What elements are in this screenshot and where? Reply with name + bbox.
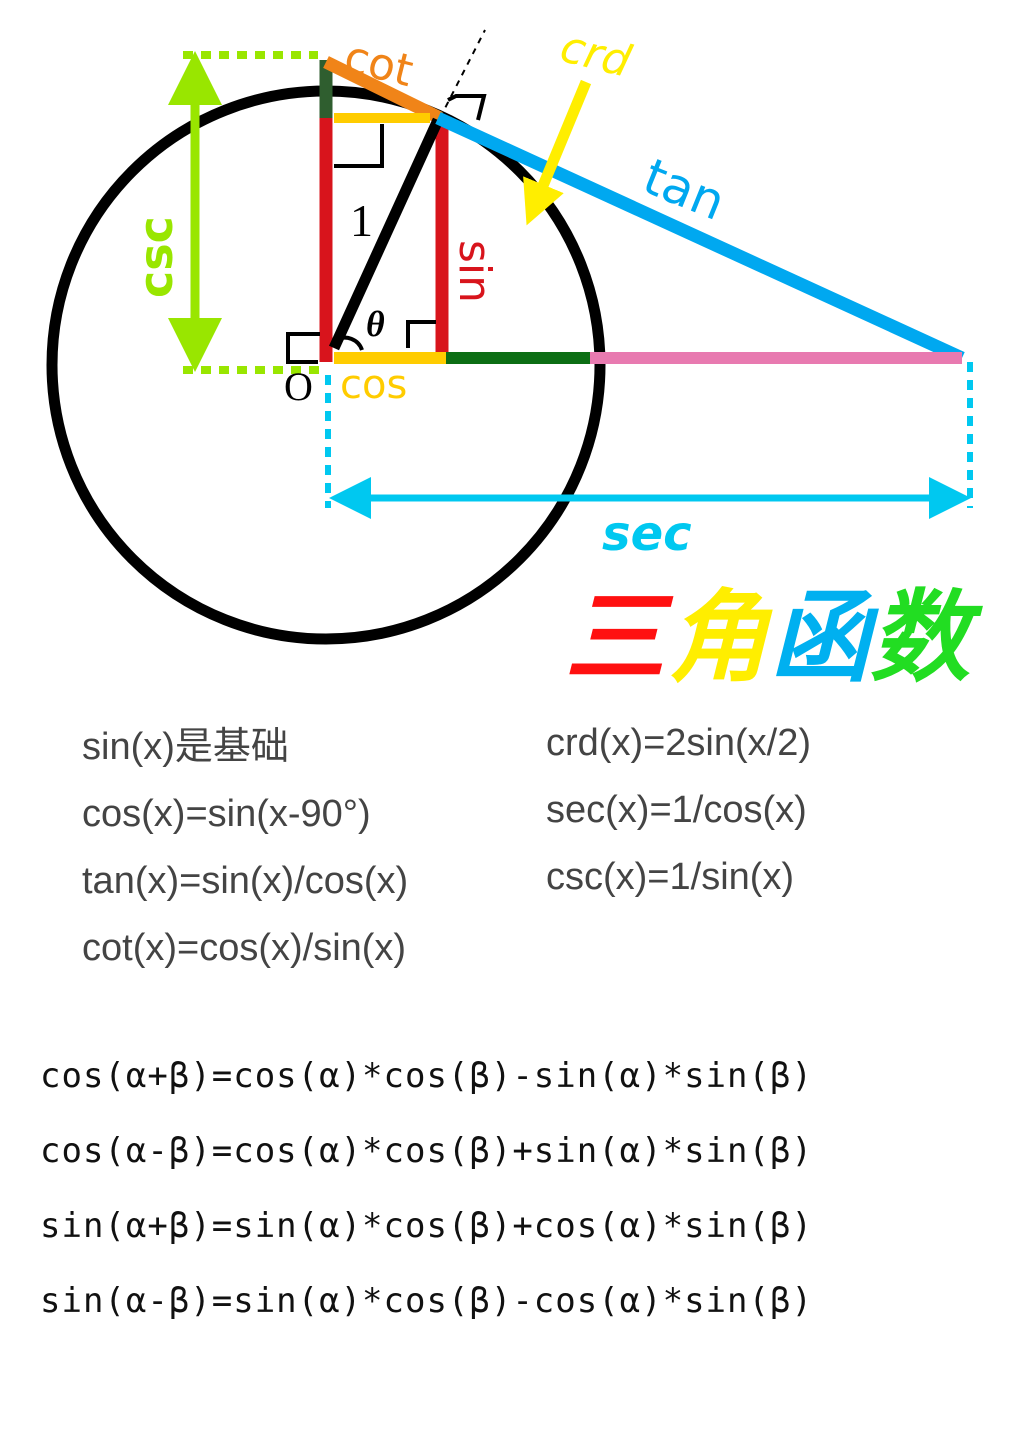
right-angle-marker xyxy=(286,332,320,364)
extension-dotted-line xyxy=(439,29,486,119)
identity: cos(α+β)=cos(α)*cos(β)-sin(α)*sin(β) xyxy=(40,1056,813,1096)
csc-label: csc xyxy=(129,216,183,298)
theta-label: θ xyxy=(366,304,385,344)
crd-arrow xyxy=(523,79,592,226)
title-char: 角 xyxy=(668,579,773,696)
title-char: 三 xyxy=(565,579,674,696)
formulas-right: crd(x)=2sin(x/2) sec(x)=1/cos(x) csc(x)=… xyxy=(546,710,811,911)
origin-label: O xyxy=(284,364,313,409)
sin-label: sin xyxy=(449,240,500,303)
sec-label: sec xyxy=(602,506,692,562)
tan-line xyxy=(435,112,965,364)
right-angle-marker xyxy=(447,94,487,121)
cos-label: cos xyxy=(340,362,407,408)
right-angle-marker xyxy=(334,124,384,168)
formulas-left: sin(x)是基础 cos(x)=sin(x-90°) tan(x)=sin(x… xyxy=(82,714,408,982)
one-label: 1 xyxy=(350,195,373,246)
identity: sin(α-β)=sin(α)*cos(β)-cos(α)*sin(β) xyxy=(40,1281,813,1321)
radius-line xyxy=(328,117,444,351)
formula: cos(x)=sin(x-90°) xyxy=(82,793,371,835)
formula: sec(x)=1/cos(x) xyxy=(546,789,807,831)
title-char: 函 xyxy=(770,579,879,696)
identity: sin(α+β)=sin(α)*cos(β)+cos(α)*sin(β) xyxy=(40,1206,813,1246)
formula: crd(x)=2sin(x/2) xyxy=(546,722,811,764)
angle-arc xyxy=(335,335,364,351)
identity: cos(α-β)=cos(α)*cos(β)+sin(α)*sin(β) xyxy=(40,1131,813,1171)
cot-line xyxy=(323,56,443,124)
formula: cot(x)=cos(x)/sin(x) xyxy=(82,927,407,969)
formula: csc(x)=1/sin(x) xyxy=(546,856,795,898)
right-angle-marker xyxy=(406,320,436,348)
crd-label: crd xyxy=(555,21,637,88)
formula: tan(x)=sin(x)/cos(x) xyxy=(82,860,409,902)
title: 三 角 函 数 xyxy=(565,579,983,696)
formula: sin(x)是基础 xyxy=(82,726,289,768)
title-char: 数 xyxy=(870,579,983,696)
unit-circle-diagram: cot crd tan csc sin cos sec 1 θ O 三 角 函 … xyxy=(46,21,983,696)
